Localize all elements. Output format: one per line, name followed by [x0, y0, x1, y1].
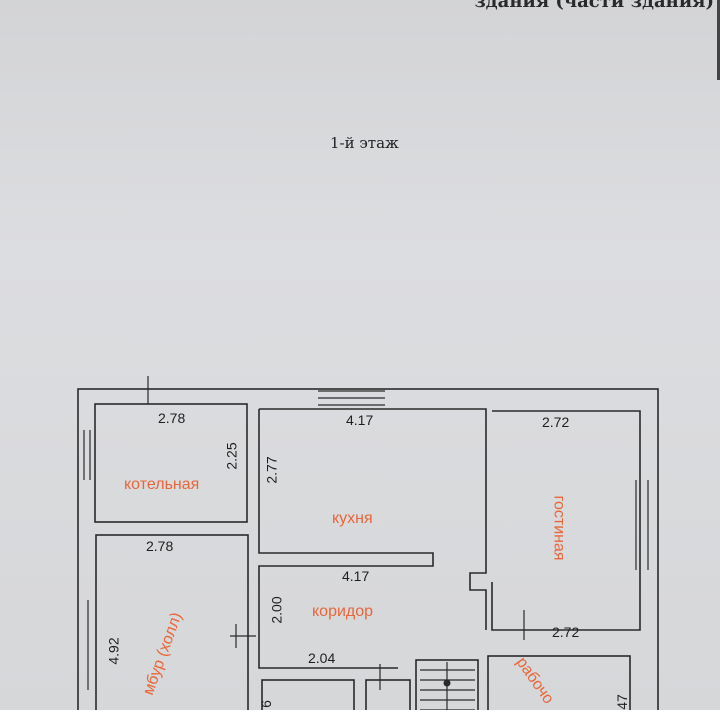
dim-vestibule-width: 2.78	[146, 538, 174, 554]
vestibule-outline	[95, 534, 249, 710]
boiler-room-outline	[94, 403, 248, 523]
room-label-boiler: котельная	[124, 476, 200, 493]
closet-outline	[365, 679, 411, 710]
floor-title: 1-й этаж	[330, 134, 399, 152]
outer-wall	[77, 388, 659, 710]
room-label-kitchen: кухня	[332, 510, 373, 527]
small-room-outline	[261, 679, 355, 710]
page-edge	[717, 0, 720, 80]
dim-kitchen-depth: 2.77	[263, 456, 280, 484]
living-room-outline	[491, 410, 641, 631]
work-room-outline	[487, 655, 631, 710]
room-label-corridor: коридор	[312, 603, 374, 620]
dim-corridor-width: 4.17	[342, 568, 370, 584]
document-header: здания (части здания)	[474, 0, 714, 12]
dim-work-width: 2.72	[552, 624, 580, 640]
dim-living-width: 2.72	[542, 414, 570, 430]
dim-edge-left: 6	[257, 700, 274, 708]
kitchen-outline	[259, 408, 487, 630]
stair-outline	[415, 659, 479, 710]
dim-boiler-depth: 2.25	[223, 442, 240, 470]
dim-corridor-depth: 2.00	[268, 596, 285, 624]
dim-kitchen-width: 4.17	[346, 412, 374, 428]
stair-arrow-dot	[443, 679, 451, 687]
room-label-living: гостиная	[550, 495, 568, 561]
dim-vestibule-depth: 4.92	[105, 637, 122, 665]
dim-boiler-width: 2.78	[158, 410, 186, 426]
dim-edge-right: 47	[613, 694, 630, 710]
kitchen-corridor-wall	[258, 409, 434, 669]
dim-small-room-width: 2.04	[308, 650, 336, 666]
